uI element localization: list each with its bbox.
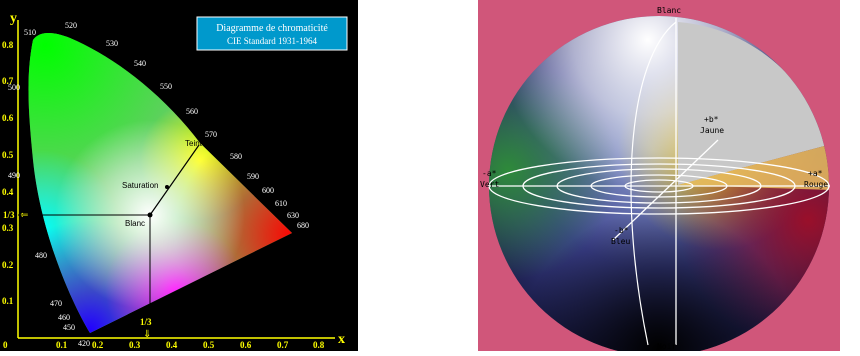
b-axis	[612, 139, 719, 241]
x-tick-label: 0.3	[129, 340, 141, 350]
label-noir-bottom: Noir	[657, 342, 676, 351]
wavelength-label: 560	[186, 107, 198, 116]
x-tick-label: 0.8	[313, 340, 325, 350]
cielab-color-sphere: Blanc Noir +b* Jaune -a* Vert +a* Rouge …	[478, 0, 840, 351]
x-tick-label: 0.2	[92, 340, 104, 350]
wavelength-label: 570	[205, 130, 217, 139]
saturation-dot	[165, 185, 169, 189]
label-jaune: Jaune	[700, 126, 724, 135]
x-axis-label: x	[338, 332, 345, 347]
wavelength-label: 420	[78, 339, 90, 348]
sphere-body	[489, 16, 829, 351]
y-tick-label: 0.8	[2, 40, 14, 50]
wavelength-label: 500	[8, 83, 20, 92]
wavelength-label: 540	[134, 59, 146, 68]
y-tick-label: 0.5	[2, 150, 14, 160]
y-tick-label: 0.6	[2, 113, 14, 123]
wavelength-label: 610	[275, 199, 287, 208]
label-rouge: Rouge	[804, 180, 828, 189]
white-point-dot	[147, 212, 153, 218]
diagram-title: Diagramme de chromaticité	[216, 23, 328, 34]
y-axis-label: y	[10, 11, 17, 26]
wavelength-label: 550	[160, 82, 172, 91]
x-ticks: 0 0.1 0.2 0.3 0.4 0.5 0.6 0.7 0.8	[3, 340, 325, 350]
y-tick-label: 0.7	[2, 76, 14, 86]
wavelength-label: 680	[297, 221, 309, 230]
cutaway-floor	[678, 145, 829, 190]
y-tick-label: 0.2	[2, 260, 14, 270]
y-tick-label: 0.3	[2, 223, 14, 233]
label-plus-a: +a*	[808, 169, 823, 178]
diagram-subtitle: CIE Standard 1931-1964	[227, 36, 317, 46]
cie-chromaticity-diagram: 0 0.1 0.2 0.3 0.4 0.5 0.6 0.7 0.8 x 0.1 …	[0, 0, 358, 351]
wavelength-label: 510	[24, 28, 36, 37]
y-tick-label: 0.1	[2, 296, 14, 306]
y-third-marker: 1/3	[3, 210, 15, 220]
wavelength-label: 480	[35, 251, 47, 260]
wavelength-label: 580	[230, 152, 242, 161]
wavelength-label: 460	[58, 313, 70, 322]
wavelength-label: 590	[247, 172, 259, 181]
x-third-marker: 1/3	[140, 317, 152, 327]
label-minus-b: -b*	[614, 226, 629, 235]
x-tick-label: 0.6	[240, 340, 252, 350]
label-bleu: Bleu	[611, 237, 630, 246]
y-tick-label: 0.4	[2, 187, 14, 197]
label-vert: Vert	[480, 180, 499, 189]
x-tick-label: 0.1	[56, 340, 68, 350]
label-teinte: Teinte	[185, 139, 207, 148]
x-tick-label: 0	[3, 340, 8, 350]
down-arrow-icon: ⇓	[143, 329, 151, 340]
wavelength-label: 600	[262, 186, 274, 195]
lab-sphere-svg: Blanc Noir +b* Jaune -a* Vert +a* Rouge …	[478, 0, 840, 351]
hue-line	[149, 144, 200, 216]
title-box	[196, 16, 348, 51]
wavelength-label: 490	[8, 171, 20, 180]
x-tick-label: 0.5	[203, 340, 215, 350]
cie-diagram-svg: 0 0.1 0.2 0.3 0.4 0.5 0.6 0.7 0.8 x 0.1 …	[2, 11, 348, 350]
label-plus-b: +b*	[704, 115, 719, 124]
meridian	[630, 21, 677, 346]
wavelength-label: 470	[50, 299, 62, 308]
label-saturation: Saturation	[122, 181, 158, 190]
label-minus-a: -a*	[482, 169, 497, 178]
y-ticks: 0.1 0.2 0.3 0.4 0.5 0.6 0.7 0.8	[2, 40, 14, 306]
wavelength-labels: 420 450 460 470 480 490 500 510 520 530 …	[8, 21, 309, 348]
wavelength-label: 450	[63, 323, 75, 332]
wavelength-label: 520	[65, 21, 77, 30]
x-tick-label: 0.4	[166, 340, 178, 350]
x-tick-label: 0.7	[277, 340, 289, 350]
cutaway-section	[678, 22, 828, 185]
wavelength-label: 630	[287, 211, 299, 220]
wavelength-label: 530	[106, 39, 118, 48]
label-blanc-top: Blanc	[657, 6, 681, 15]
label-blanc: Blanc	[125, 219, 145, 228]
